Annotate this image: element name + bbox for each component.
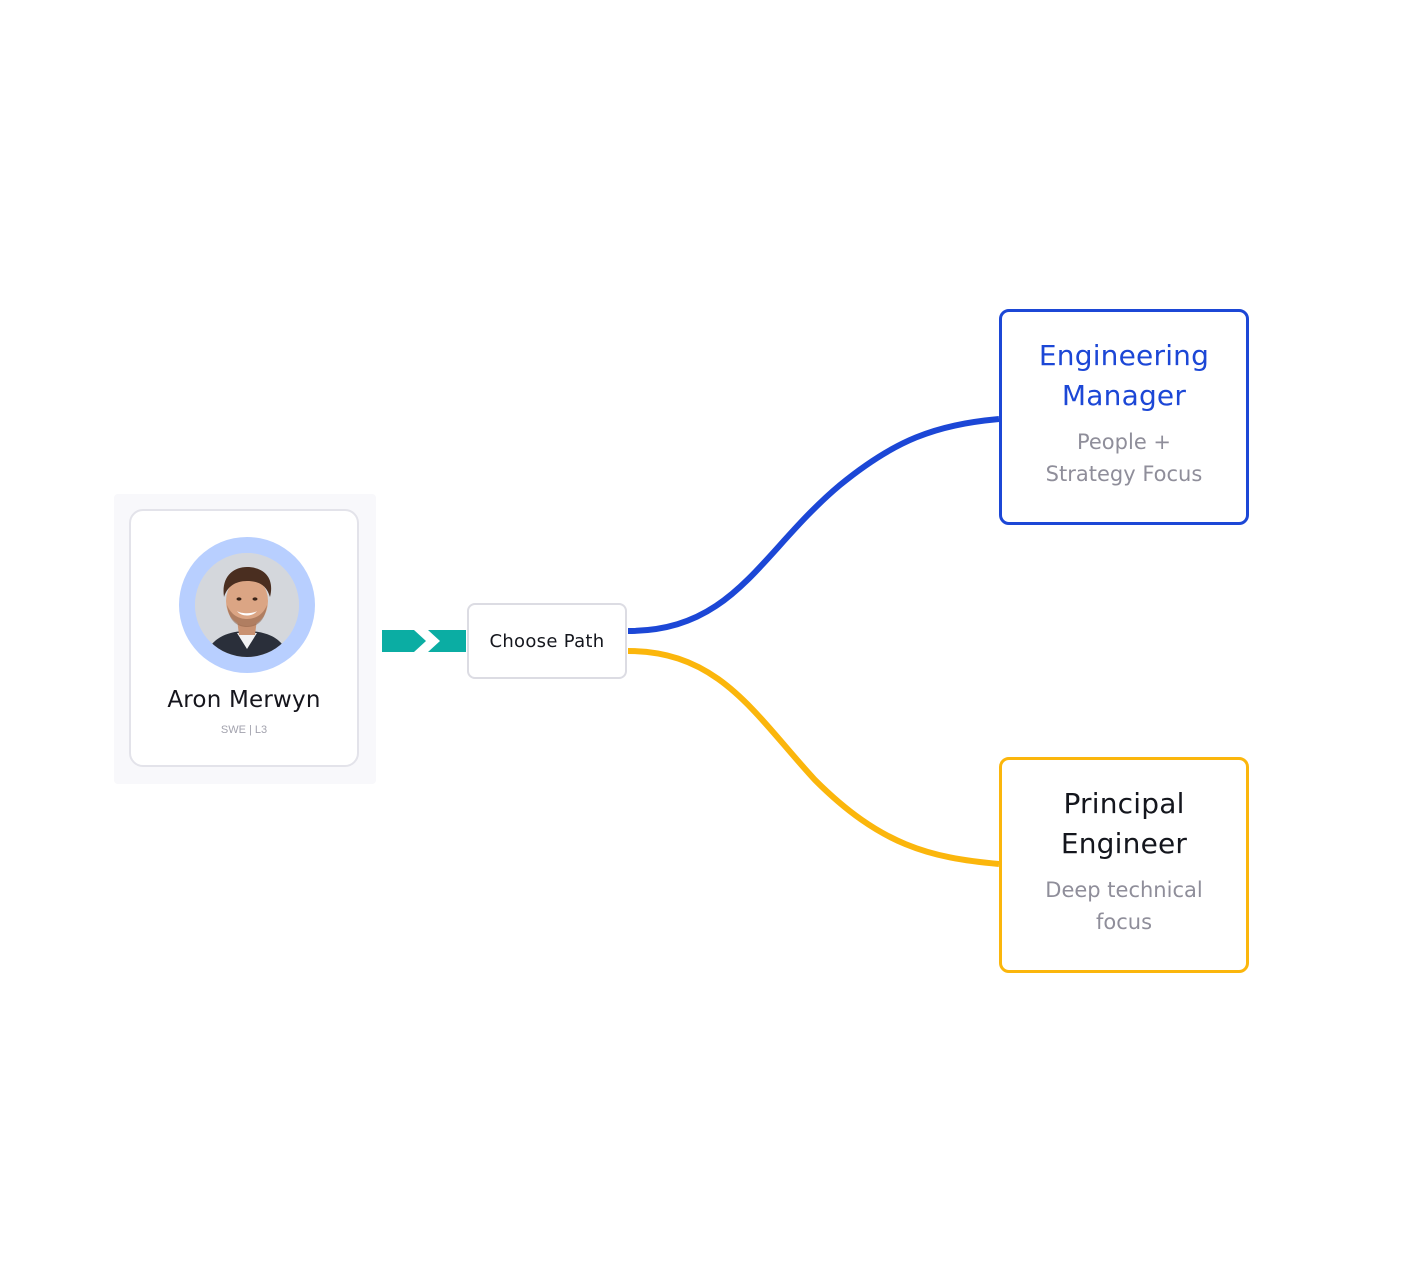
connector-principal-engineer bbox=[627, 648, 1000, 867]
avatar-ring bbox=[179, 537, 315, 673]
arrow-connector-icon bbox=[382, 630, 426, 652]
profile-card[interactable]: Aron Merwyn SWE | L3 bbox=[129, 509, 359, 767]
path-title-line: Manager bbox=[1061, 379, 1187, 412]
connector-engineering-manager bbox=[627, 416, 1000, 634]
path-description: Deep technical focus bbox=[1002, 874, 1246, 938]
path-description-line: Deep technical bbox=[1045, 878, 1203, 902]
path-card-engineering-manager[interactable]: Engineering Manager People + Strategy Fo… bbox=[999, 309, 1249, 525]
avatar bbox=[195, 553, 299, 657]
profile-name: Aron Merwyn bbox=[167, 687, 321, 713]
path-description-line: focus bbox=[1095, 910, 1153, 934]
path-description: People + Strategy Focus bbox=[1002, 426, 1246, 490]
avatar-person-icon bbox=[195, 553, 299, 657]
path-title-line: Principal bbox=[1063, 787, 1185, 820]
path-description-line: Strategy Focus bbox=[1045, 462, 1203, 486]
path-description-line: People + bbox=[1076, 430, 1172, 454]
path-card-principal-engineer[interactable]: Principal Engineer Deep technical focus bbox=[999, 757, 1249, 973]
profile-role: SWE | L3 bbox=[220, 724, 268, 736]
path-title: Engineering Manager bbox=[1002, 336, 1246, 416]
arrow-connector-tail bbox=[428, 630, 466, 652]
path-title-line: Engineering bbox=[1038, 339, 1210, 372]
path-title-line: Engineer bbox=[1060, 827, 1188, 860]
path-title: Principal Engineer bbox=[1002, 784, 1246, 864]
choose-path-node[interactable]: Choose Path bbox=[467, 603, 627, 679]
